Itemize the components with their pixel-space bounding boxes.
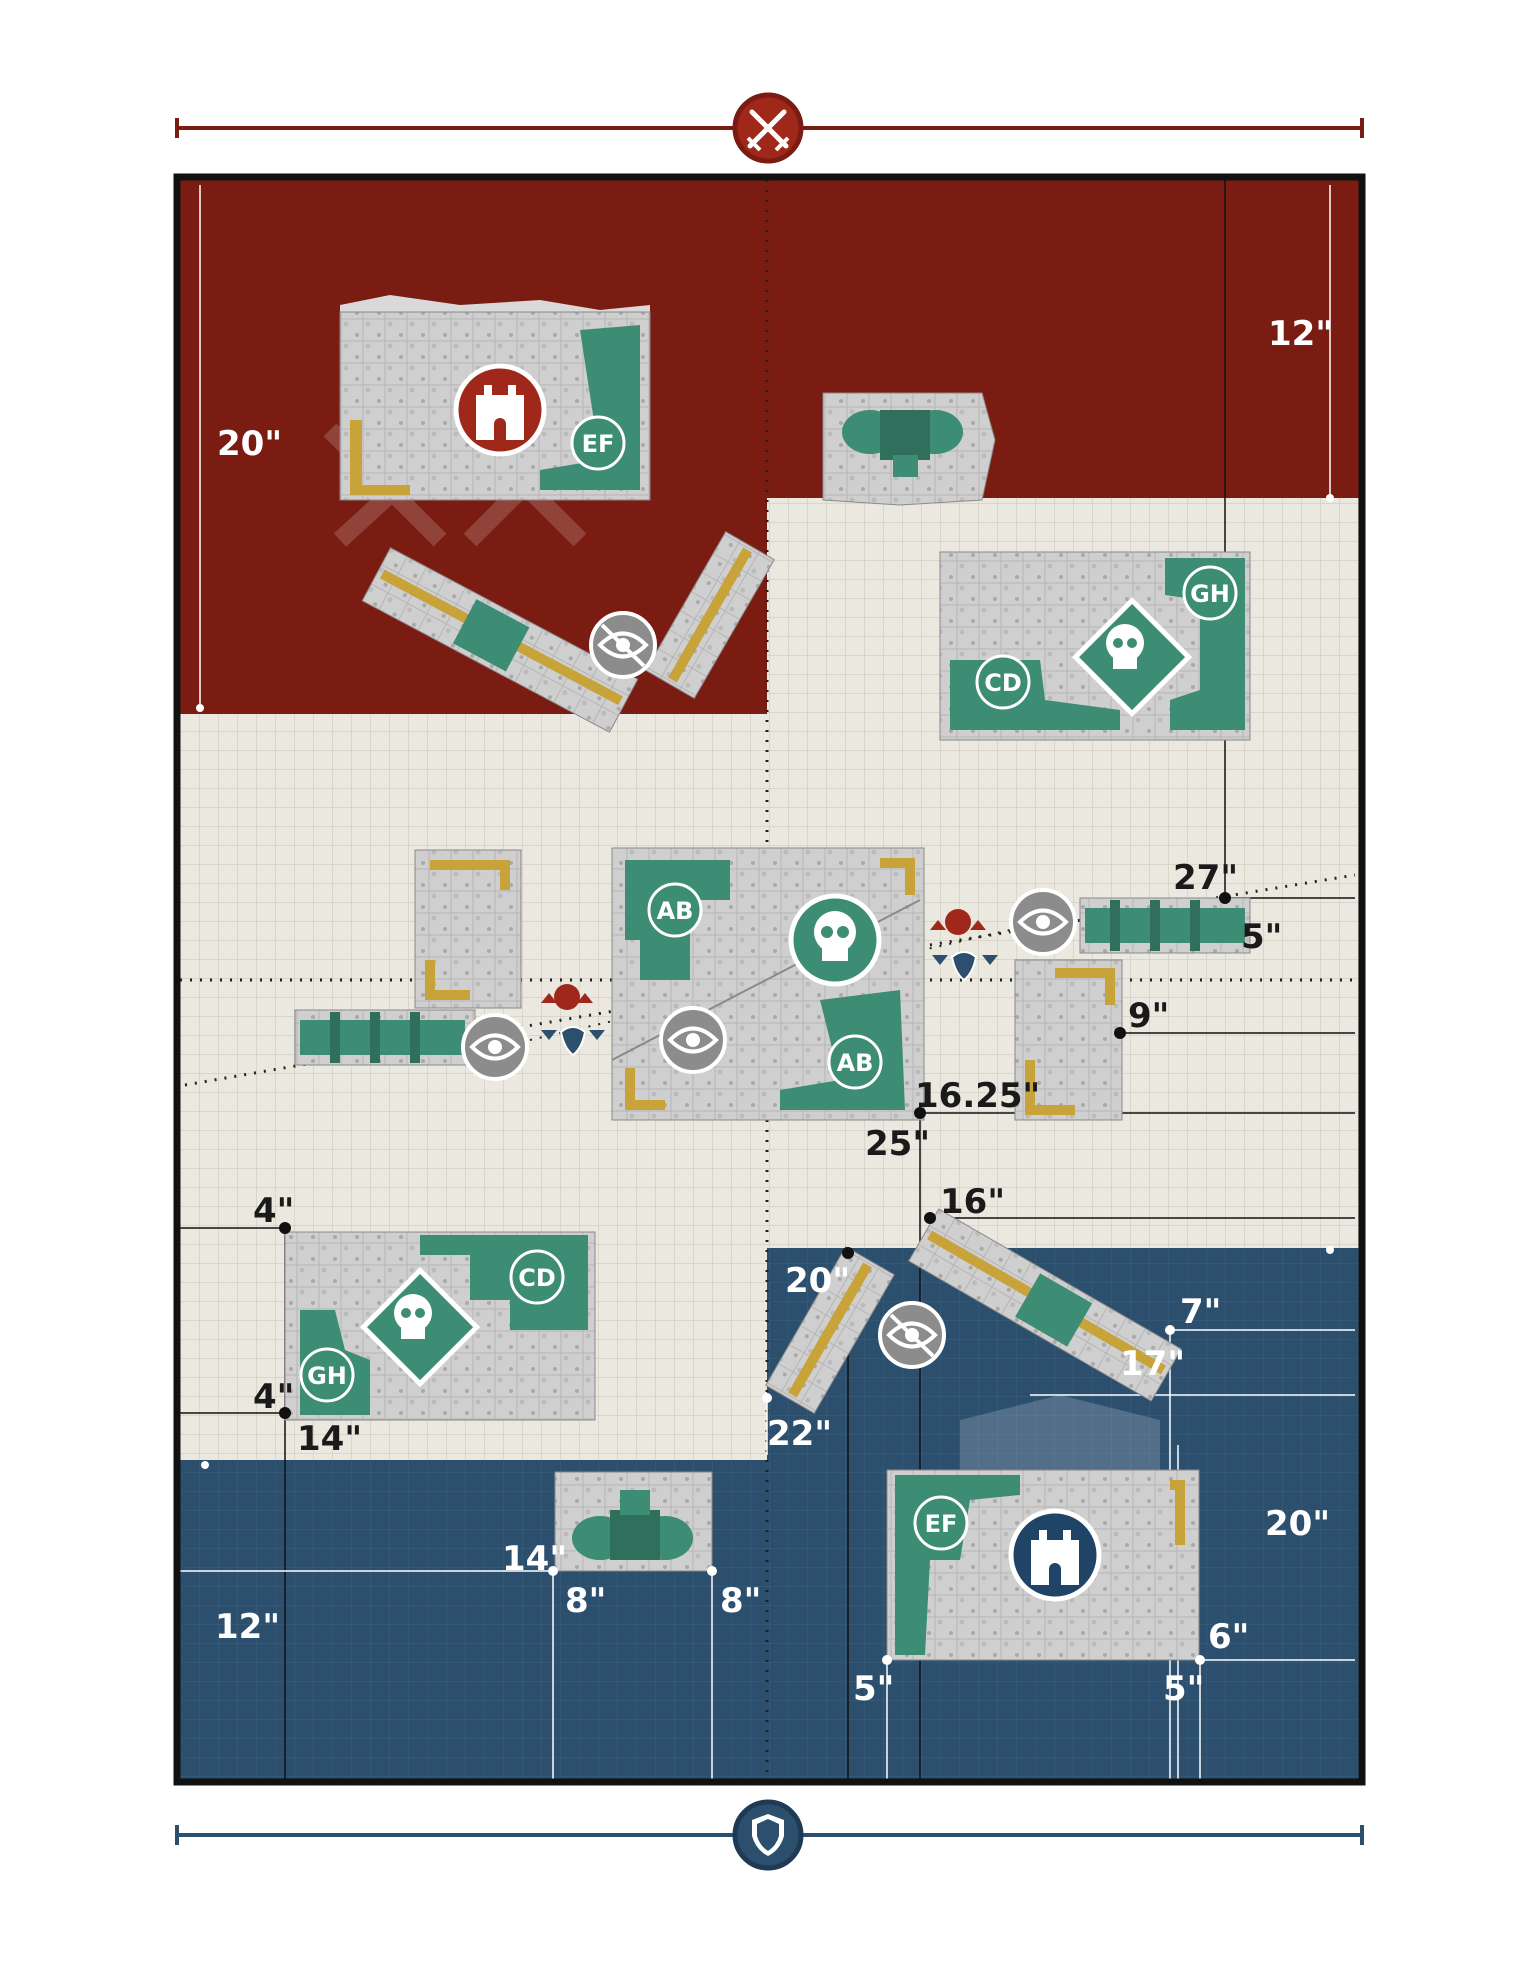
terrain-label-ab-upper: AB: [647, 882, 703, 938]
eye-slash-icon-bottom: [878, 1301, 946, 1369]
measurement-4-upper: 4": [253, 1191, 294, 1231]
ruin-mid-left: [414, 849, 522, 1009]
walkway-mid-right: [1079, 897, 1251, 954]
svg-text:AB: AB: [837, 1049, 874, 1077]
engagement-marker-right: [930, 909, 998, 982]
measurement-9: 9": [1128, 996, 1169, 1036]
measurement-14-bottom: 14": [502, 1539, 567, 1579]
measurement-16: 16": [940, 1182, 1005, 1222]
eye-icon-center: [659, 1006, 727, 1074]
terrain-label-ef-bottom: EF: [913, 1495, 969, 1551]
board-border: [173, 173, 1366, 1786]
measurement-25: 25": [865, 1124, 930, 1164]
svg-text:CD: CD: [518, 1264, 556, 1292]
eye-slash-icon: [589, 611, 657, 679]
ruin-mid-right: [1014, 959, 1123, 1121]
measurement-5-bottom-right: 5": [1163, 1669, 1204, 1709]
measurement-8-right: 8": [720, 1581, 761, 1621]
svg-text:EF: EF: [925, 1510, 958, 1538]
attacker-edge-marker: [175, 92, 1364, 164]
terrain-label-ab-lower: AB: [827, 1034, 883, 1090]
measurement-14-left: 14": [297, 1419, 362, 1459]
shield-icon: [732, 1799, 804, 1871]
measurement-8-left: 8": [565, 1581, 606, 1621]
defender-watermark: [960, 1395, 1160, 1470]
measurement-12-bottom-left: 12": [215, 1607, 280, 1647]
ruin-top-center: [822, 392, 996, 506]
walkway-top-left: [361, 531, 775, 733]
measurement-4-lower: 4": [253, 1377, 294, 1417]
measurement-6: 6": [1208, 1617, 1249, 1657]
measurement-27: 27": [1173, 858, 1238, 898]
engagement-marker-left: [541, 984, 605, 1057]
measurement-7: 7": [1180, 1292, 1221, 1332]
measurement-20-bottom-right: 20": [1265, 1504, 1330, 1544]
walkway-mid-left: [294, 1009, 476, 1066]
defender-edge-marker: [175, 1799, 1364, 1871]
terrain-label-ef-top: EF: [570, 415, 626, 471]
measurement-20-top-left: 20": [217, 424, 282, 464]
svg-text:EF: EF: [582, 430, 615, 458]
measurement-points-light: [548, 1325, 1205, 1665]
terrain-label-gh-left: GH: [299, 1347, 355, 1403]
crossed-swords-icon: [732, 92, 804, 164]
svg-text:CD: CD: [984, 669, 1022, 697]
terrain-label-gh-right: GH: [1182, 565, 1238, 621]
measurement-5-bottom-left: 5": [853, 1669, 894, 1709]
ruin-bottom-center: [554, 1471, 713, 1572]
tower-icon: [453, 363, 547, 457]
measurement-12-top-right: 12": [1268, 314, 1333, 354]
eye-icon-left: [461, 1013, 529, 1081]
skull-icon-bottom-left: [359, 1266, 481, 1388]
svg-text:GH: GH: [1190, 580, 1230, 608]
measurement-points: [279, 892, 1231, 1419]
measurement-20-mid: 20": [785, 1261, 850, 1301]
skull-icon-center: [788, 893, 882, 987]
walkway-bottom-right: [765, 1208, 1182, 1414]
svg-text:AB: AB: [657, 897, 694, 925]
eye-icon-right: [1009, 888, 1077, 956]
measurement-16-25: 16.25": [915, 1076, 1040, 1116]
measurement-5-mid-right: 5": [1241, 917, 1282, 957]
measurement-17: 17": [1120, 1344, 1185, 1384]
tower-icon-defender: [1008, 1508, 1102, 1602]
terrain-label-cd-left: CD: [509, 1249, 565, 1305]
measurement-22: 22": [767, 1414, 832, 1454]
terrain-label-cd-right: CD: [975, 654, 1031, 710]
skull-icon: [1071, 596, 1193, 718]
svg-text:GH: GH: [307, 1362, 347, 1390]
